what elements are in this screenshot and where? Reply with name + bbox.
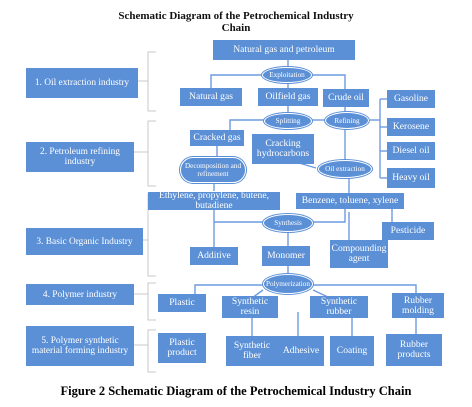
- node-gasoline: Gasoline: [387, 90, 435, 108]
- node-monomer: Monomer: [262, 246, 310, 266]
- node-cracking-hydrocarbons: Cracking hydrocarbons: [252, 134, 314, 164]
- node-crude-oil: Crude oil: [323, 89, 369, 107]
- node-benzene-toluene-xylene: Benzene, toluene, xylene: [296, 193, 404, 209]
- node-compounding-agent: Compounding agent: [330, 240, 388, 268]
- node-heavy-oil: Heavy oil: [387, 168, 435, 188]
- node-natural-gas-and-petroleum: Natural gas and petroleum: [213, 40, 355, 60]
- process-exploitation: Exploitation: [262, 67, 312, 83]
- stage-oil-extraction: 1. Oil extraction industry: [26, 68, 138, 98]
- process-refining: Refining: [325, 112, 369, 129]
- stage-basic-organic: 3. Basic Organic Industry: [26, 228, 143, 255]
- node-additive: Additive: [190, 247, 238, 265]
- process-synthesis: Synthesis: [263, 214, 313, 232]
- node-rubber-molding: Rubber molding: [392, 293, 444, 318]
- figure-caption: Figure 2 Schematic Diagram of the Petroc…: [60, 384, 412, 398]
- node-plastic-product: Plastic product: [158, 333, 206, 363]
- process-splitting: Splitting: [264, 113, 312, 129]
- stage-polymer-forming: 5. Polymer synthetic material forming in…: [26, 326, 134, 366]
- node-cracked-gas: Cracked gas: [190, 130, 244, 146]
- node-synthetic-fiber: Synthetic fiber: [226, 336, 278, 366]
- node-pesticide: Pesticide: [382, 222, 434, 240]
- stage-petroleum-refining: 2. Petroleum refining industry: [26, 142, 134, 172]
- node-plastic: Plastic: [158, 294, 206, 312]
- stage-polymer: 4. Polymer industry: [26, 284, 134, 305]
- node-diesel-oil: Diesel oil: [387, 142, 435, 160]
- process-decomposition-and-refinement: Decomposition and refinement: [180, 157, 246, 183]
- node-kerosene: Kerosene: [387, 118, 435, 136]
- stage-brackets: [134, 51, 156, 373]
- node-coating: Coating: [330, 336, 374, 366]
- flow-arrows: [194, 60, 417, 336]
- node-rubber-products: Rubber products: [386, 334, 442, 366]
- node-synthetic-rubber: Synthetic rubber: [310, 296, 368, 318]
- node-synthetic-resin: Synthetic resin: [222, 296, 278, 318]
- node-ethylene-propylene-butene-butadiene: Ethylene, propylene, butene, butadiene: [148, 192, 280, 210]
- node-oilfield-gas: Oilfield gas: [258, 88, 318, 106]
- process-oil-extraction: Oil extraction: [318, 160, 372, 178]
- diagram-title: Schematic Diagram of the Petrochemical I…: [118, 10, 354, 34]
- process-polymerization: Polymerization: [263, 274, 313, 294]
- node-natural-gas: Natural gas: [180, 88, 242, 106]
- node-adhesive: Adhesive: [278, 336, 324, 366]
